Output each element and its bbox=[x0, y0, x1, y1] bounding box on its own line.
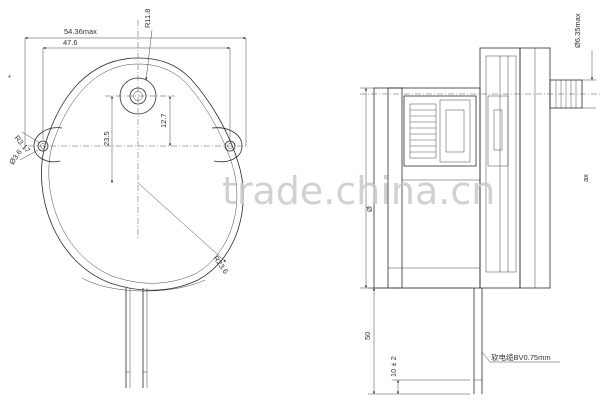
dim-shaft-diameter: Ø6.35max bbox=[573, 13, 582, 48]
marker-asterisk: * bbox=[8, 73, 11, 82]
side-internal-section bbox=[403, 95, 509, 167]
leader-body-radius bbox=[137, 182, 227, 263]
dim-right-partial: ax bbox=[581, 174, 590, 182]
front-body-outline bbox=[41, 57, 244, 291]
dim-overall-width: 54.36max bbox=[64, 27, 97, 36]
right-ear-hole bbox=[224, 140, 236, 152]
front-view: 54.36max 47.6 R11.8 R3.17 Ø3.6 23.5 12.7… bbox=[7, 9, 247, 388]
dim-top-boss-radius: R11.8 bbox=[143, 9, 152, 28]
dim-wire-strip: 10 ± 2 bbox=[389, 356, 398, 377]
dim-hole-spacing: 47.6 bbox=[63, 38, 78, 47]
dim-body-diameter: Ø bbox=[365, 206, 374, 212]
side-view: Ø6.35max Ø ax 50 10 ± 2 软电缆BV0.75mm bbox=[360, 13, 600, 395]
dim-boss-to-holes: 12.7 bbox=[159, 113, 168, 128]
leader-top-boss bbox=[145, 29, 153, 81]
dim-body-radius: R23.6 bbox=[211, 254, 230, 276]
dim-hole-diameter: Ø3.6 bbox=[7, 148, 24, 166]
dim-center-to-holes: 23.5 bbox=[102, 131, 111, 146]
watermark: trade.china.cn bbox=[222, 169, 495, 213]
dim-wire-length: 50 bbox=[363, 332, 372, 340]
front-body-inner bbox=[48, 63, 238, 284]
leader-wire-note bbox=[481, 351, 491, 363]
wire-note: 软电缆BV0.75mm bbox=[491, 352, 551, 362]
front-bottom-rim bbox=[81, 277, 206, 292]
